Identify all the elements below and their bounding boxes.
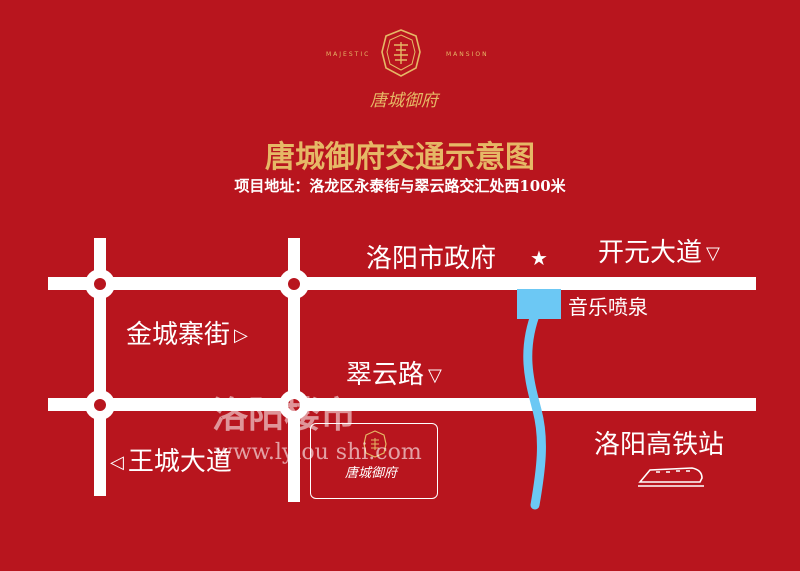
fountain-label: 音乐喷泉	[568, 295, 648, 319]
kaiyuan-label: 开元大道▽	[598, 232, 720, 269]
project-badge: 唐城御府	[310, 423, 438, 499]
river	[523, 305, 546, 510]
cuiyun-road-line	[48, 398, 756, 411]
wangcheng-label-text: 王城大道	[127, 447, 232, 477]
triangle-down-icon: ▽	[428, 365, 442, 386]
logo-left-text: MAJESTIC	[326, 51, 371, 58]
gov-label: 洛阳市政府	[366, 244, 497, 274]
watermark-cn: 洛阳楼市	[212, 395, 357, 436]
map-title: 唐城御府交通示意图	[265, 140, 535, 175]
intersection-node	[279, 390, 309, 420]
badge-emblem-icon	[363, 430, 387, 458]
intersection-node	[85, 269, 115, 299]
wangcheng-avenue-road	[94, 238, 106, 496]
wangcheng-label: ◁王城大道	[110, 441, 232, 478]
cuiyun-label: 翠云路▽	[346, 354, 442, 391]
badge-name: 唐城御府	[345, 466, 398, 481]
logo-right-text: MANSION	[446, 51, 489, 58]
fountain-marker	[517, 289, 561, 319]
train-icon	[638, 467, 704, 487]
logo-name: 唐城御府	[370, 91, 438, 111]
watermark-url: www.lylou shi.com	[214, 440, 422, 465]
triangle-down-icon: ▽	[706, 243, 720, 264]
star-icon: ★	[530, 246, 548, 270]
logo-emblem-icon	[381, 29, 421, 77]
jincheng-label-text: 金城寨街	[126, 320, 231, 350]
intersection-node	[85, 390, 115, 420]
kaiyuan-label-text: 开元大道	[598, 238, 703, 268]
station-label: 洛阳高铁站	[594, 430, 725, 460]
triangle-right-icon: ▷	[234, 325, 248, 346]
triangle-left-icon: ◁	[110, 452, 124, 473]
jincheng-label: 金城寨街▷	[126, 314, 248, 351]
logo: MAJESTIC MANSION 唐城御府	[326, 20, 487, 115]
project-address: 项目地址：洛龙区永泰街与翠云路交汇处西100米	[234, 177, 566, 195]
intersection-node	[279, 269, 309, 299]
kaiyuan-avenue-road	[48, 277, 756, 290]
cuiyun-label-text: 翠云路	[346, 360, 425, 390]
jincheng-street-road	[288, 238, 300, 502]
